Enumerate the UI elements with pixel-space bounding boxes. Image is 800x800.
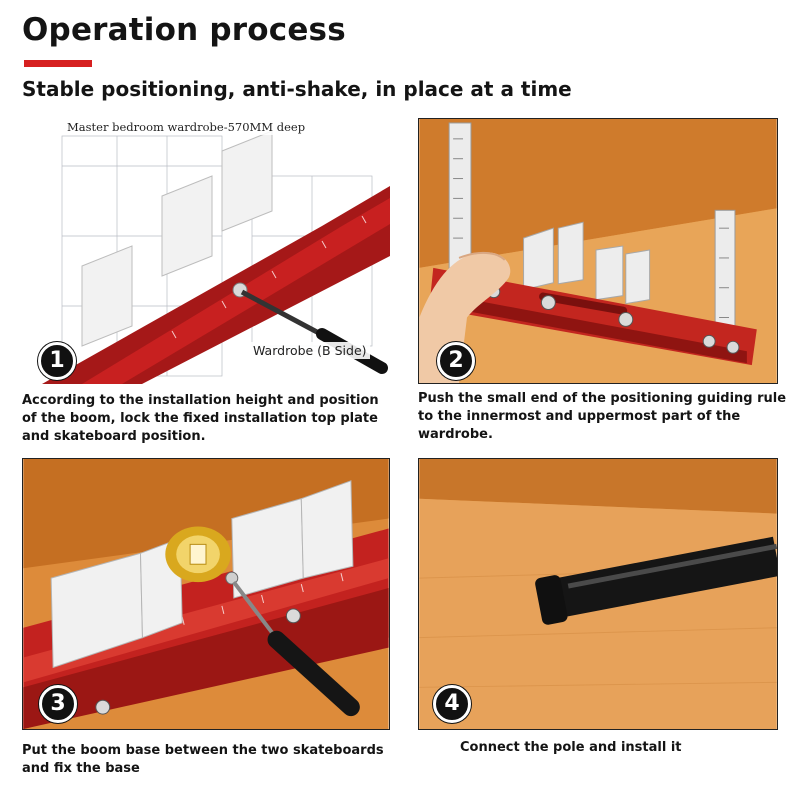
step-1-illustration: [42, 130, 390, 384]
step-3-illustration: [23, 459, 389, 729]
drawing-label-master: Master bedroom wardrobe-570MM deep: [64, 119, 309, 135]
step-2-image: 2: [418, 118, 778, 384]
step-2-illustration: [419, 119, 777, 383]
step-number-badge: 2: [437, 342, 475, 380]
step-3-caption: Put the boom base between the two skateb…: [22, 743, 384, 776]
step-number-badge: 4: [433, 685, 471, 723]
step-1-caption: According to the installation height and…: [22, 393, 379, 444]
step-4-illustration: [419, 459, 777, 729]
title-accent-bar: [24, 60, 92, 67]
step-number-badge: 3: [39, 685, 77, 723]
step-4-caption: Connect the pole and install it: [460, 740, 682, 755]
step-4-image: 4: [418, 458, 778, 730]
drawing-label-side: Wardrobe (B Side): [250, 342, 370, 359]
page-title: Operation process: [22, 12, 346, 48]
step-2-caption: Push the small end of the positioning gu…: [418, 391, 787, 442]
step-3-image: 3: [22, 458, 390, 730]
page-subtitle: Stable positioning, anti-shake, in place…: [22, 77, 572, 101]
step-1-image: Master bedroom wardrobe-570MM deep Wardr…: [22, 116, 390, 384]
step-number-badge: 1: [38, 342, 76, 380]
